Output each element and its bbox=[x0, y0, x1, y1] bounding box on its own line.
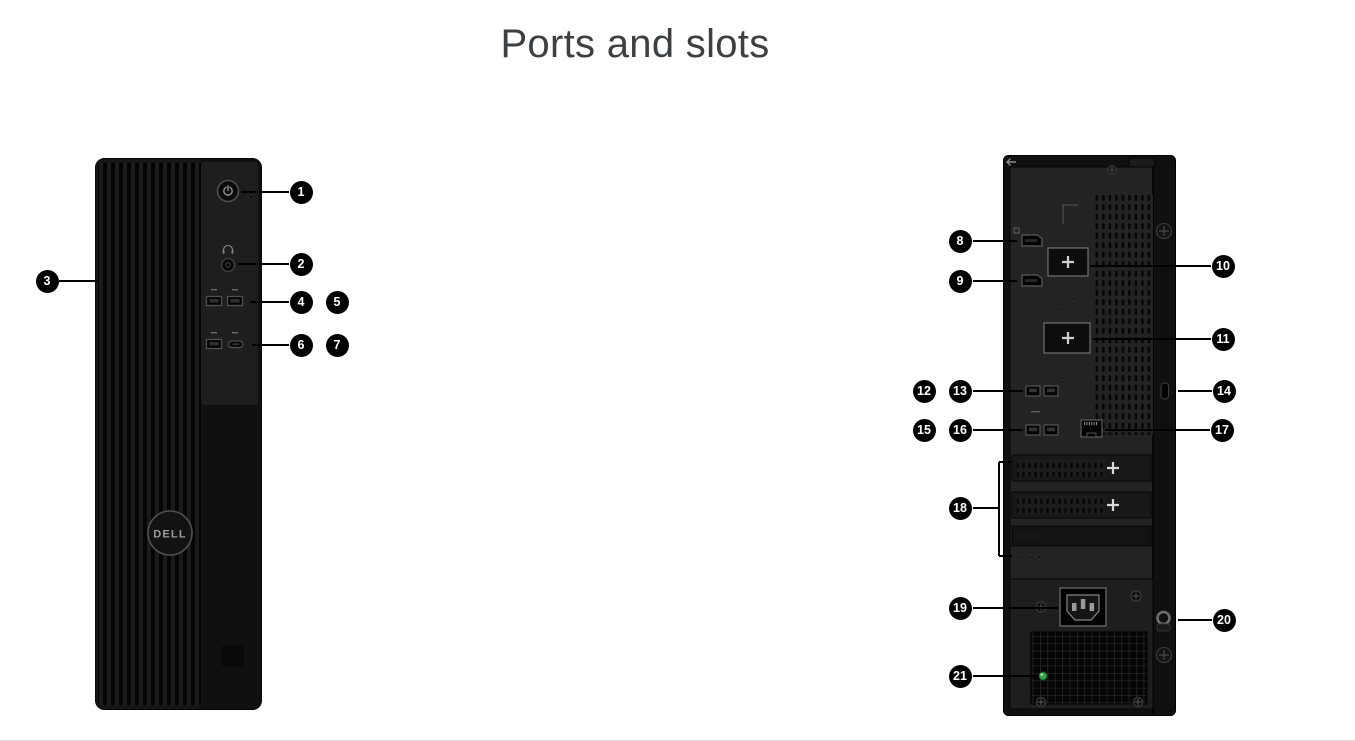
callout-17: 17 bbox=[1210, 418, 1234, 442]
front-tower-illustration: DELL bbox=[95, 158, 262, 710]
expansion-slot-3 bbox=[1011, 525, 1152, 547]
screw bbox=[1130, 590, 1142, 602]
usb-icon bbox=[211, 332, 217, 334]
leader-line bbox=[1105, 429, 1210, 431]
usb-icon bbox=[211, 289, 217, 291]
front-activity-led bbox=[248, 194, 254, 200]
leader-line bbox=[238, 263, 289, 265]
callout-1: 1 bbox=[289, 180, 313, 204]
rear-usb-a-port-1 bbox=[1025, 385, 1041, 397]
displayport-2 bbox=[1021, 274, 1043, 287]
headset-icon bbox=[222, 244, 234, 254]
front-usb-c-port bbox=[227, 340, 244, 349]
optional-port-slot-1 bbox=[1047, 247, 1089, 277]
callout-3: 3 bbox=[35, 269, 59, 293]
release-arrow-icon bbox=[1006, 158, 1016, 166]
leader-line bbox=[973, 507, 999, 509]
callout-21: 21 bbox=[948, 664, 972, 688]
callout-11: 11 bbox=[1211, 327, 1235, 351]
callout-14: 14 bbox=[1212, 379, 1236, 403]
callout-19: 19 bbox=[948, 596, 972, 620]
front-vent-fins bbox=[98, 163, 201, 705]
leader-line bbox=[973, 280, 1017, 282]
psu-fan-grid bbox=[1030, 631, 1148, 705]
callout-13: 13 bbox=[948, 379, 972, 403]
panel-holes-row bbox=[1019, 555, 1041, 559]
displayport-icon bbox=[1013, 227, 1020, 234]
front-usb-a-port-1 bbox=[205, 295, 223, 307]
usb-icon bbox=[1031, 411, 1040, 413]
leader-line bbox=[973, 390, 1023, 392]
rear-usb-a-port-4 bbox=[1043, 424, 1059, 436]
panel-holes bbox=[1060, 286, 1077, 380]
thumbscrew-top bbox=[1155, 222, 1173, 240]
psu-diagnostic-led bbox=[1038, 671, 1048, 681]
callout-2: 2 bbox=[289, 252, 313, 276]
usb-icon bbox=[232, 332, 238, 334]
callout-7: 7 bbox=[325, 333, 349, 357]
callout-10: 10 bbox=[1211, 254, 1235, 278]
leader-line bbox=[999, 555, 1012, 557]
callout-18: 18 bbox=[948, 496, 972, 520]
rear-usb-a-port-3 bbox=[1025, 424, 1041, 436]
screw bbox=[1132, 696, 1144, 708]
ethernet-port bbox=[1080, 419, 1103, 438]
leader-line bbox=[999, 461, 1012, 463]
power-connector-port bbox=[1059, 587, 1107, 627]
leader-line bbox=[998, 462, 1000, 556]
leader-line bbox=[250, 301, 289, 303]
dell-logo-text: DELL bbox=[153, 529, 187, 541]
power-button bbox=[216, 179, 240, 203]
page-title: Ports and slots bbox=[500, 22, 770, 66]
callout-6: 6 bbox=[289, 333, 313, 357]
optional-port-slot-2 bbox=[1043, 322, 1091, 354]
release-latch bbox=[1128, 157, 1156, 168]
leader-line bbox=[973, 675, 1039, 677]
expansion-slot-2 bbox=[1011, 491, 1152, 519]
screw bbox=[1107, 165, 1117, 175]
leader-line bbox=[1178, 390, 1212, 392]
front-bottom-label bbox=[222, 645, 244, 667]
leader-line bbox=[241, 191, 289, 193]
screw bbox=[1035, 601, 1047, 613]
security-cable-slot bbox=[1160, 382, 1169, 400]
leader-line bbox=[973, 240, 1017, 242]
leader-line bbox=[1093, 338, 1211, 340]
callout-8: 8 bbox=[948, 229, 972, 253]
callout-15: 15 bbox=[912, 418, 936, 442]
callout-12: 12 bbox=[912, 379, 936, 403]
rear-usb-a-port-2 bbox=[1043, 385, 1059, 397]
leader-line bbox=[973, 429, 1023, 431]
displayport-1 bbox=[1021, 234, 1043, 247]
leader-line bbox=[1090, 265, 1211, 267]
front-usb-a-port-3 bbox=[205, 338, 223, 350]
thumbscrew-bottom bbox=[1155, 646, 1173, 664]
dell-logo: DELL bbox=[147, 510, 193, 556]
padlock-ring bbox=[1156, 610, 1171, 632]
rear-vent-grid bbox=[1095, 195, 1153, 435]
leader-line bbox=[973, 607, 1058, 609]
rear-tower-illustration bbox=[1003, 155, 1176, 716]
panel-edge-mark bbox=[1062, 204, 1078, 224]
callout-16: 16 bbox=[948, 418, 972, 442]
callout-9: 9 bbox=[948, 269, 972, 293]
callout-20: 20 bbox=[1212, 608, 1236, 632]
screw bbox=[1035, 696, 1047, 708]
leader-line bbox=[252, 344, 289, 346]
leader-line bbox=[59, 280, 97, 282]
usb-icon bbox=[232, 289, 238, 291]
front-usb-a-port-2 bbox=[226, 295, 244, 307]
leader-line bbox=[1178, 619, 1212, 621]
callout-4: 4 bbox=[289, 290, 313, 314]
headset-jack bbox=[220, 257, 236, 273]
callout-5: 5 bbox=[325, 290, 349, 314]
expansion-slot-1 bbox=[1011, 454, 1152, 482]
